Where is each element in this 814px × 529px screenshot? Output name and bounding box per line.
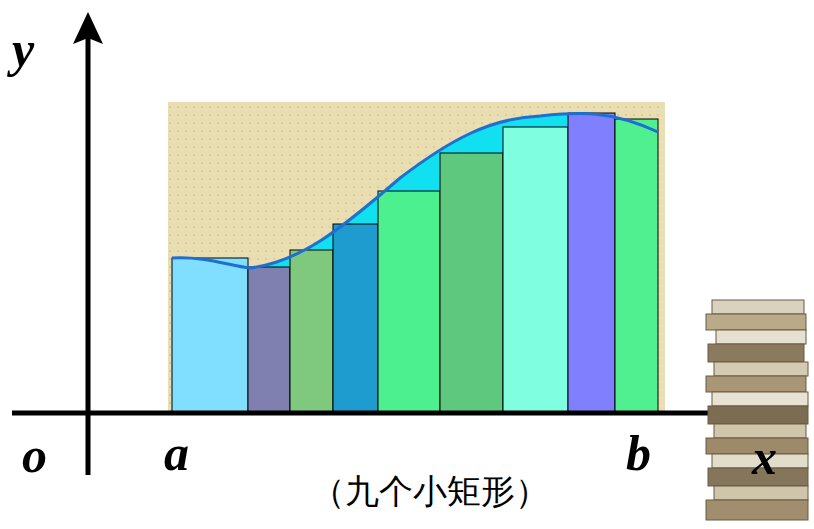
area-under-curve <box>172 113 658 413</box>
point-label: a <box>164 428 189 478</box>
curve <box>172 113 658 268</box>
axis-label: y <box>12 24 34 74</box>
y-arrow <box>73 12 103 44</box>
axis-label: x <box>752 432 777 482</box>
origin-label: o <box>22 430 47 480</box>
rectangles <box>172 113 658 413</box>
y-axis <box>86 35 91 475</box>
book-stack <box>706 300 808 520</box>
point-label: b <box>626 428 651 478</box>
caption: （九个小矩形） <box>311 474 549 508</box>
texture-panel <box>168 102 665 413</box>
x-axis <box>12 411 770 416</box>
